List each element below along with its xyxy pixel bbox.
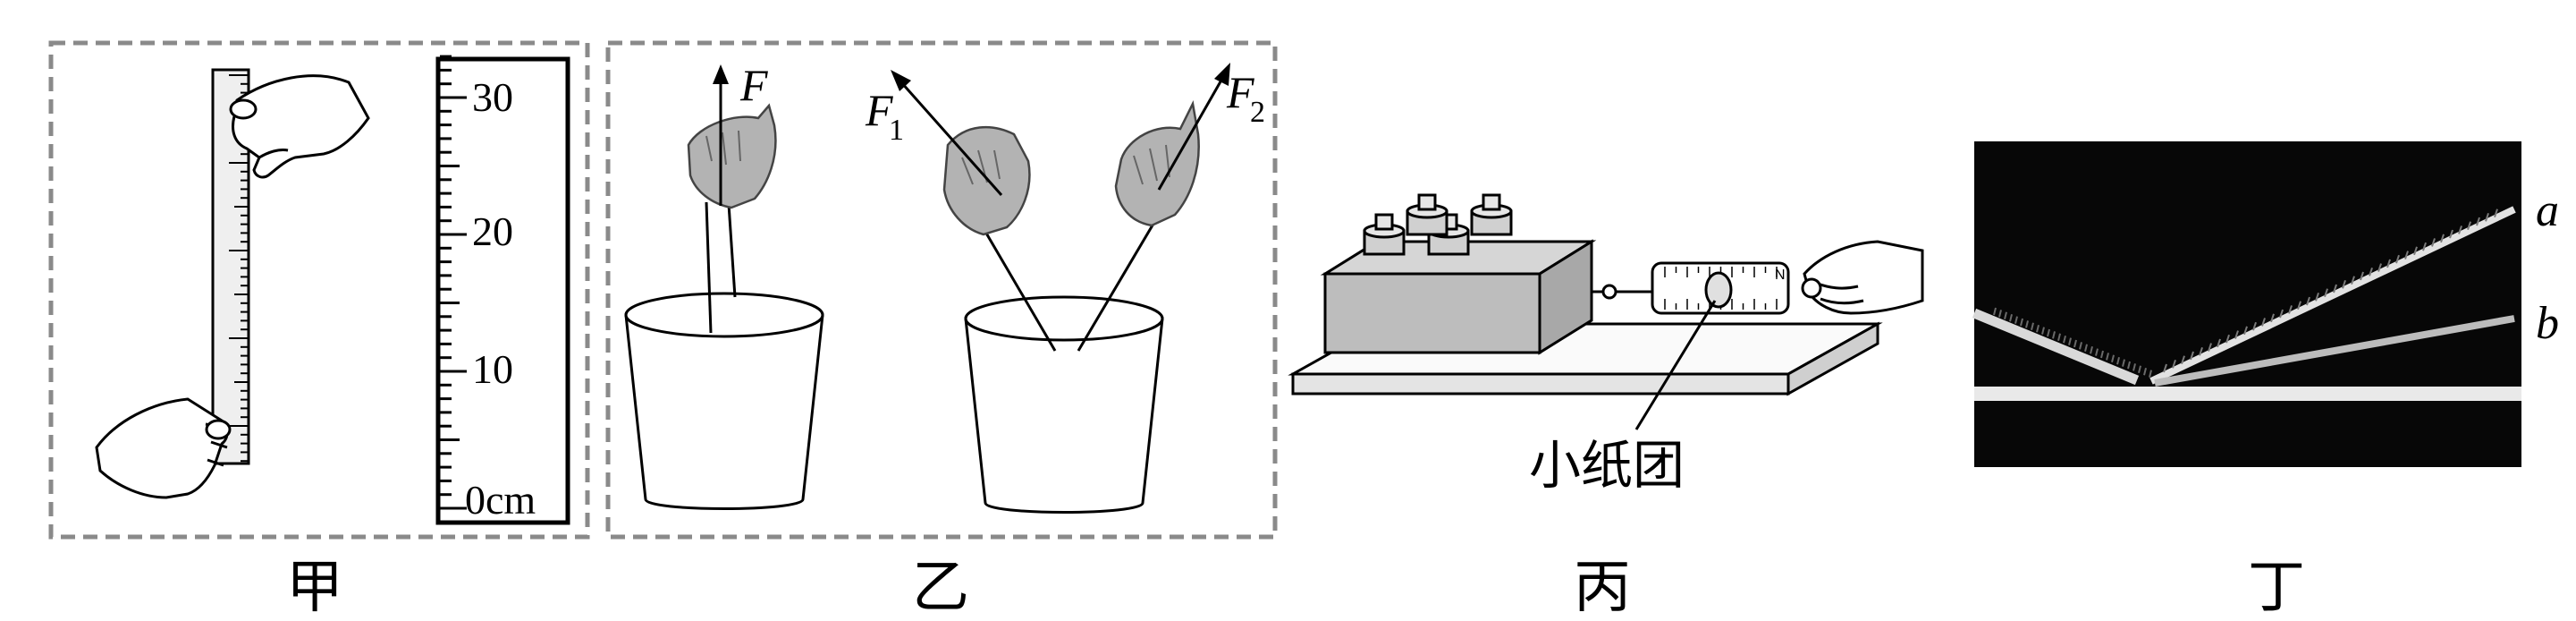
label-force-left-sub: 1	[889, 114, 904, 147]
hand-top	[229, 74, 370, 179]
panel-jia-frame	[48, 40, 590, 540]
beam-incident	[1972, 308, 2140, 386]
arrow-force-right	[1157, 63, 1230, 191]
bucket-left	[624, 201, 824, 510]
caption-jia: 甲	[286, 555, 343, 621]
scale-label-30: 30	[472, 74, 513, 120]
beam-a	[2149, 206, 2516, 385]
caption-ding: 丁	[2248, 555, 2305, 621]
label-force-right-sub: 2	[1250, 96, 1265, 129]
label-force-left: F	[865, 85, 893, 135]
label-force-single: F	[739, 60, 768, 110]
callout-line	[1634, 300, 1717, 430]
callout-paper-ball: 小纸团	[1529, 435, 1685, 496]
caption-yi: 乙	[912, 555, 969, 621]
wooden-block	[1320, 239, 1597, 355]
label-a: a	[2536, 185, 2559, 236]
held-ruler	[211, 68, 250, 465]
spring-scale-unit: N	[1775, 268, 1786, 283]
glove-right	[1114, 100, 1200, 227]
weights-group	[1363, 193, 1513, 256]
panel-yi: F F 1 F 2 乙	[605, 40, 1278, 621]
caption-bing: 丙	[1574, 555, 1631, 621]
spring-scale: N	[1651, 261, 1790, 315]
measuring-scale-ticks	[440, 55, 467, 510]
bucket-right	[964, 223, 1164, 514]
photo-scale-ticks	[1993, 208, 2498, 378]
label-force-right: F	[1226, 67, 1254, 117]
arrow-force-single	[713, 64, 729, 206]
glove-single	[687, 103, 777, 209]
panel-jia: 30 20 10 0cm 甲	[48, 40, 590, 621]
label-b: b	[2536, 298, 2559, 349]
hand-pulling	[1801, 240, 1924, 315]
paper-ball	[1704, 271, 1733, 309]
photo-light-beams	[1974, 141, 2521, 467]
hand-bottom	[95, 397, 232, 499]
beam-b	[2154, 315, 2515, 387]
scale-label-0cm: 0cm	[465, 477, 536, 523]
panel-ding: a b 丁	[1972, 141, 2559, 621]
scale-label-10: 10	[472, 346, 513, 392]
arrow-force-left	[891, 70, 1003, 196]
measuring-scale: 30 20 10 0cm	[435, 55, 570, 525]
spring-scale-ticks	[1664, 267, 1778, 310]
scale-label-20: 20	[472, 208, 513, 254]
panel-bing: N 小纸团 丙	[1288, 193, 1924, 621]
